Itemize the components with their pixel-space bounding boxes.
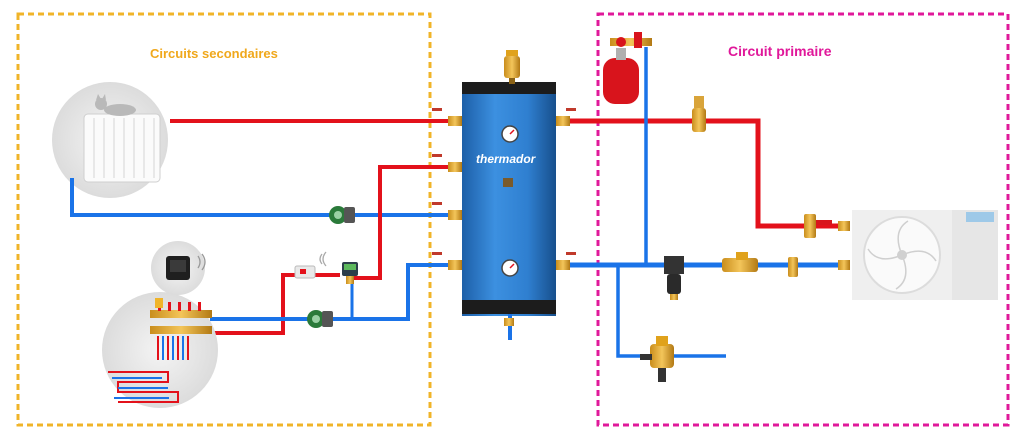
tank-brand-logo: thermador [476, 152, 536, 166]
thermometer [501, 125, 519, 143]
flow-meter [722, 252, 758, 272]
balancing-valve [804, 214, 832, 238]
tank-valve [448, 116, 462, 270]
secondary-zone-border [16, 12, 432, 427]
valve-handle [432, 108, 442, 255]
magnetic-filter [664, 256, 684, 300]
secondary-circuits-label: Circuits secondaires [150, 46, 278, 61]
cat [95, 94, 136, 116]
tank-valve [838, 221, 850, 270]
valve-handle [566, 108, 576, 255]
expansion-vessel [603, 32, 652, 104]
thermostat [151, 241, 206, 295]
thermometer [501, 259, 519, 277]
underfloor-loop [108, 336, 189, 403]
check-valve [788, 257, 798, 277]
filling-unit [640, 336, 674, 382]
primary-hot-pipe [570, 118, 846, 229]
drain-valve [504, 318, 514, 326]
radiator [83, 113, 161, 183]
primary-circuit-label: Circuit primaire [728, 43, 832, 59]
circulator-pump [307, 310, 333, 328]
buffer-tank [462, 82, 556, 316]
heat-pump [852, 210, 998, 300]
filling-pipe [616, 265, 726, 358]
tank-valve [556, 116, 570, 270]
ufh-hot-pipe-upper [350, 165, 462, 280]
air-separator [692, 96, 706, 132]
controller-box [294, 251, 327, 279]
primary-zone-border [596, 12, 1010, 427]
mixing-valve [342, 262, 358, 284]
circulator-pump [329, 206, 355, 224]
underfloor-manifold [150, 298, 212, 334]
air-vent [504, 50, 520, 84]
